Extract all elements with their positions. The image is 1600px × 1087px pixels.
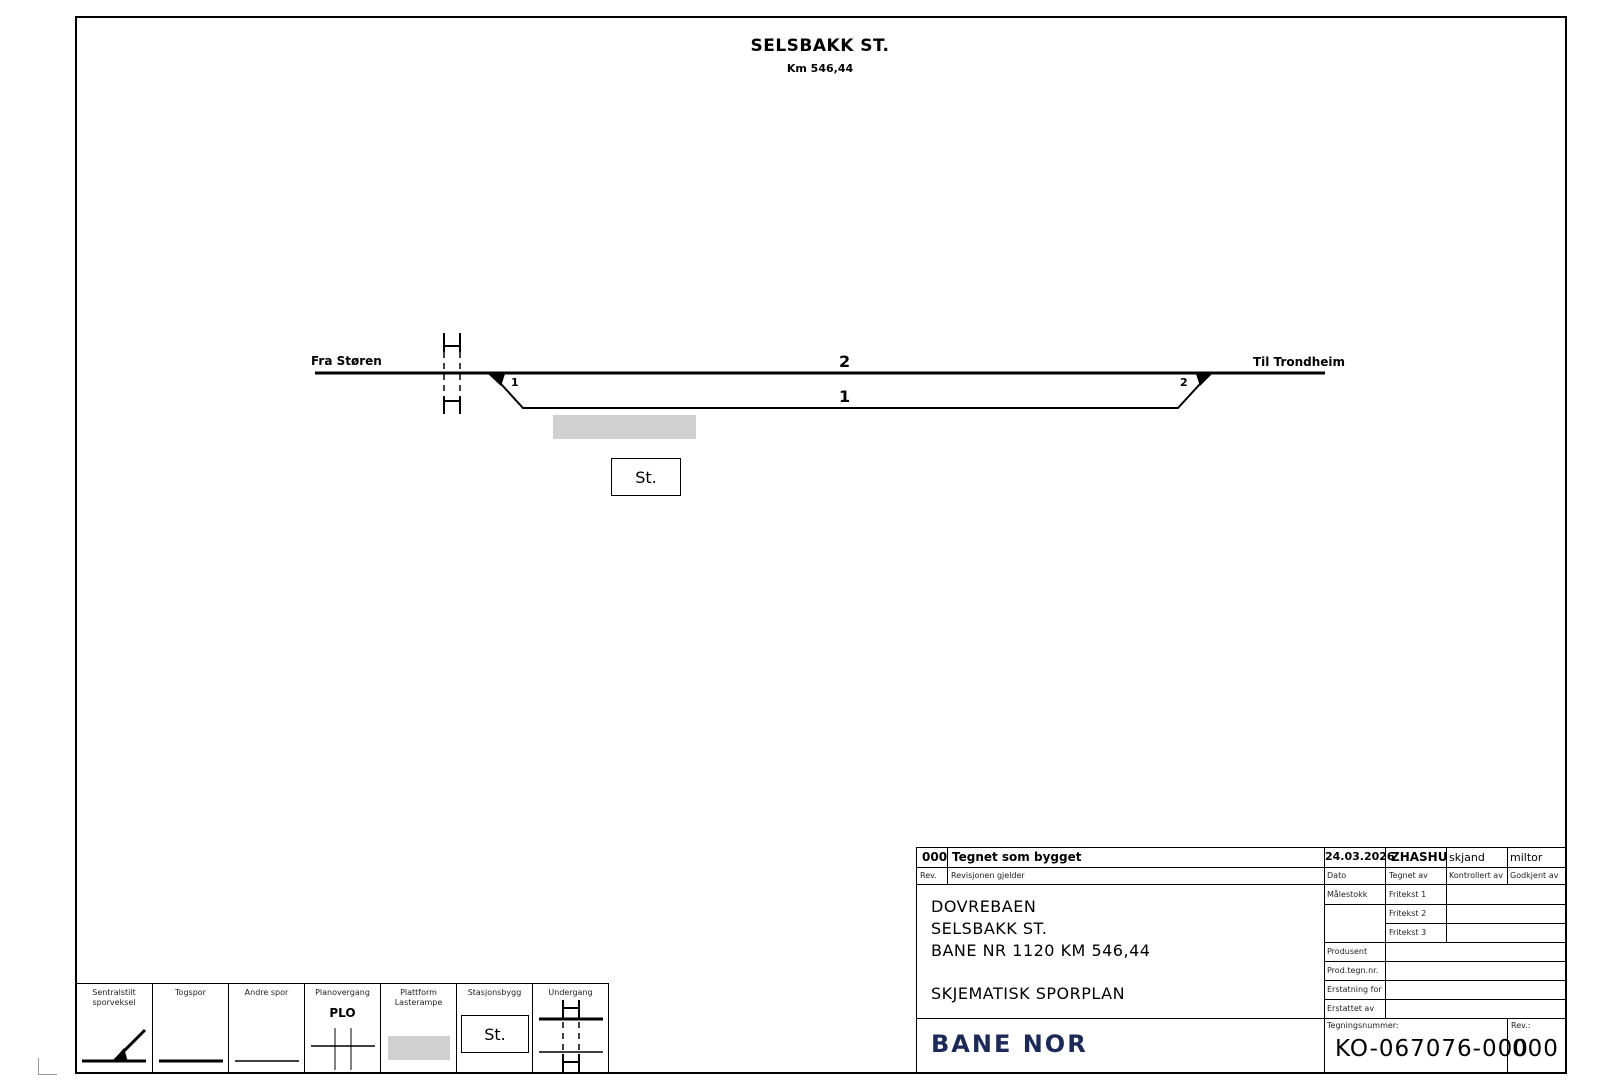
legend-label: Andre spor	[244, 988, 289, 997]
switch-number-left: 1	[511, 376, 519, 389]
legend-item-level-crossing: Planovergang PLO	[304, 984, 380, 1074]
station-title: SELSBAKK ST.	[750, 36, 890, 56]
drawing-no-label: Tegningsnummer:	[1327, 1021, 1399, 1030]
title-block: 000 Tegnet som bygget Rev. Revisjonen gj…	[916, 847, 1567, 1074]
rev-value: 000	[1512, 1036, 1559, 1062]
legend-label: Planovergang	[315, 988, 370, 997]
free-text-1: Fritekst 1	[1389, 890, 1427, 899]
replaces-label: Erstatning for	[1327, 985, 1382, 994]
checked-by: skjand	[1449, 851, 1485, 864]
station-building: St.	[611, 458, 681, 496]
legend-item-underpass: Undergang	[532, 984, 608, 1074]
to-label: Til Trondheim	[1253, 355, 1346, 369]
platform-swatch	[388, 1036, 450, 1060]
replaced-by-label: Erstattet av	[1327, 1004, 1375, 1013]
station-km: Km 546,44	[786, 62, 854, 75]
from-label: Fra Støren	[311, 354, 382, 368]
rev-small-label: Rev.:	[1511, 1021, 1531, 1030]
approved-by: miltor	[1510, 851, 1543, 864]
track-number-main: 2	[839, 352, 851, 371]
rev-date: 24.03.2026	[1325, 850, 1395, 863]
switch-symbol-icon	[82, 1028, 147, 1063]
legend-item-station: Stasjonsbygg St.	[456, 984, 532, 1074]
legend-label: Plattform Lasterampe	[394, 988, 443, 1007]
rev-description: Tegnet som bygget	[952, 850, 1082, 864]
prod-no-label: Prod.tegn.nr.	[1327, 966, 1379, 975]
level-crossing-icon	[311, 1028, 375, 1070]
drawn-label: Tegnet av	[1389, 871, 1428, 880]
track-number-side: 1	[839, 387, 851, 406]
station-symbol: St.	[461, 1015, 529, 1053]
other-track-icon	[235, 1060, 299, 1062]
free-text-3: Fritekst 3	[1389, 928, 1427, 937]
legend-label: Sentralstilt sporveksel	[92, 988, 136, 1007]
scale-label: Målestokk	[1327, 890, 1368, 899]
legend-label: Undergang	[548, 988, 593, 997]
corner-mark	[38, 1058, 57, 1075]
checked-label: Kontrollert av	[1449, 871, 1503, 880]
switch-number-right: 2	[1180, 376, 1188, 389]
drawing-number: KO-067076-000	[1335, 1036, 1529, 1062]
legend-item-other-track: Andre spor	[228, 984, 304, 1074]
rev-code: 000	[922, 850, 948, 864]
legend-label: Togspor	[175, 988, 206, 997]
plo-text: PLO	[329, 1006, 356, 1020]
drawn-by: ZHASHU	[1391, 850, 1448, 864]
legend-label: Stasjonsbygg	[467, 988, 522, 997]
desc-line-2: SELSBAKK ST.	[931, 919, 1048, 938]
train-track-icon	[159, 1059, 223, 1063]
legend-item-train-track: Togspor	[152, 984, 228, 1074]
desc-line-3: BANE NR 1120 KM 546,44	[931, 941, 1151, 960]
desc-line-4: SKJEMATISK SPORPLAN	[931, 984, 1126, 1003]
free-text-2: Fritekst 2	[1389, 909, 1427, 918]
drawing-frame	[75, 16, 1567, 1074]
bane-nor-logo: BANE NOR	[931, 1030, 1088, 1058]
rev-label: Rev.	[920, 871, 937, 880]
date-label: Dato	[1327, 871, 1347, 880]
legend-item-switch: Sentralstilt sporveksel	[76, 984, 152, 1074]
legend: Sentralstilt sporveksel Togspor Andre sp…	[76, 983, 609, 1074]
desc-line-1: DOVREBAEN	[931, 897, 1037, 916]
platform	[553, 415, 696, 439]
underpass-legend-icon	[539, 1000, 603, 1074]
approved-label: Godkjent av	[1510, 871, 1559, 880]
rev-desc-label: Revisjonen gjelder	[951, 871, 1025, 880]
legend-item-platform: Plattform Lasterampe	[380, 984, 456, 1074]
producer-label: Produsent	[1327, 947, 1368, 956]
